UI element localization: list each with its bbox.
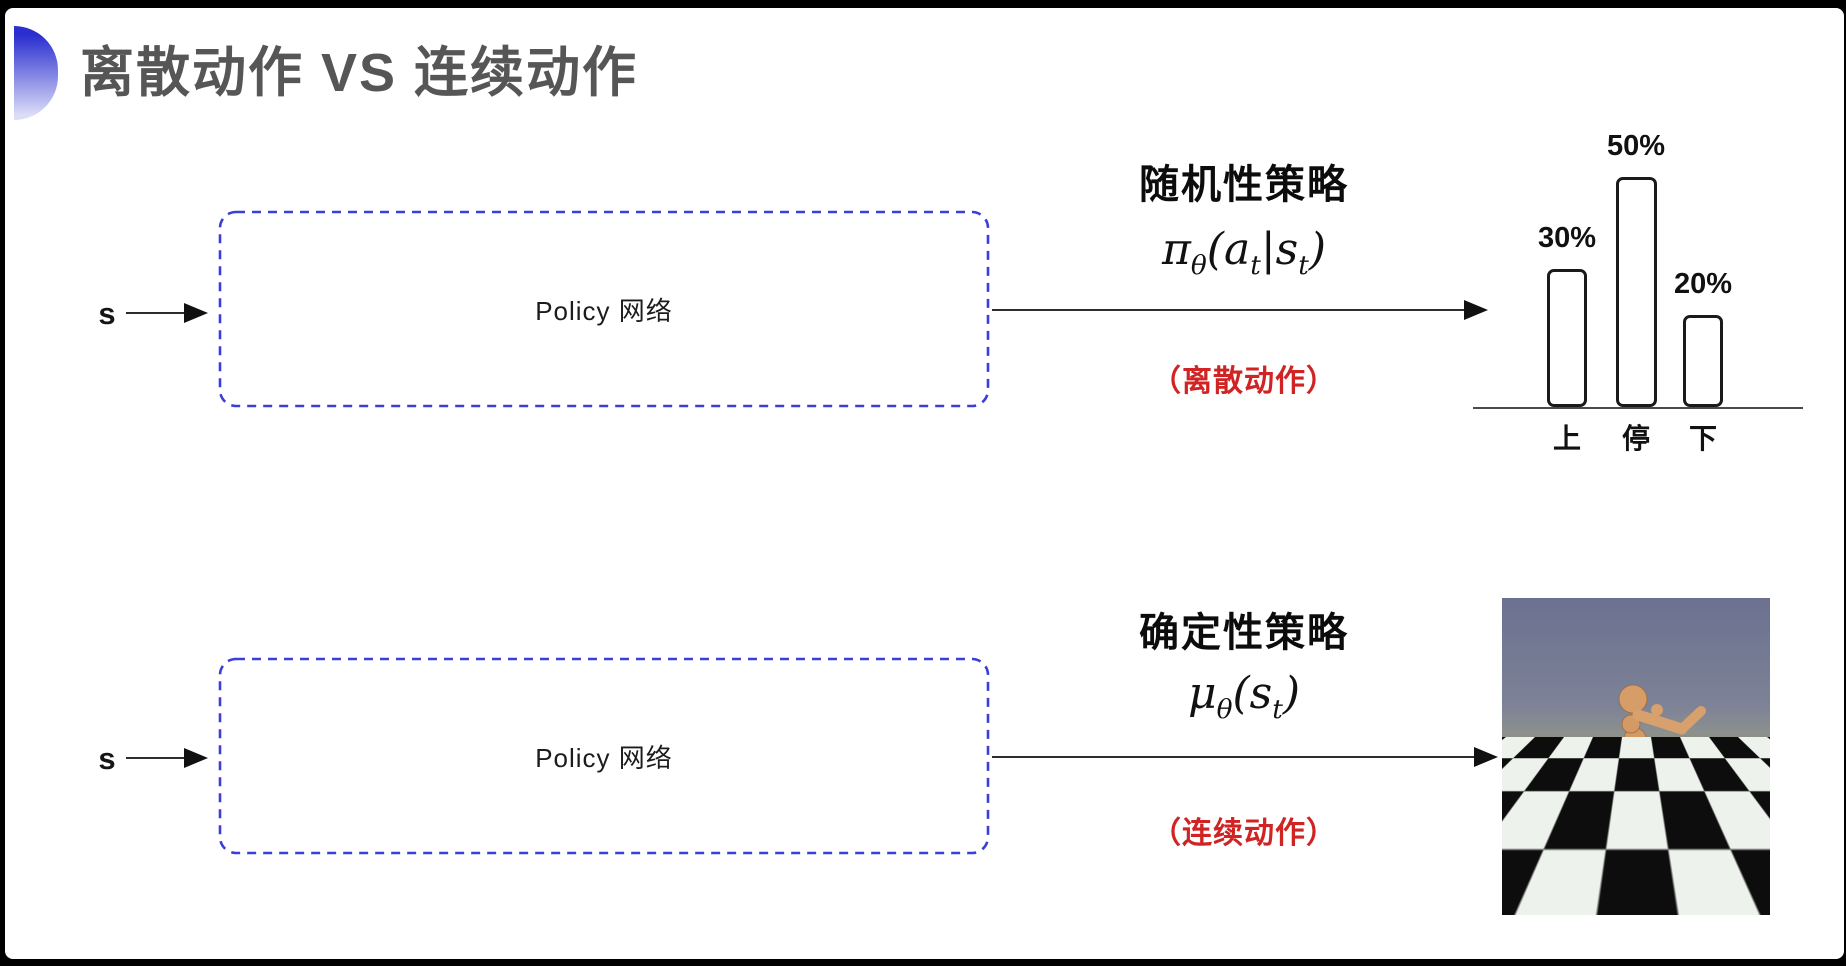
formula-open-paren: ( <box>1232 668 1250 719</box>
formula-arg1: s <box>1249 668 1273 719</box>
formula-close-paren: ) <box>1308 224 1327 275</box>
bar-category-down: 下 <box>1688 423 1717 454</box>
floor-highlight <box>1550 857 1706 915</box>
humanoid-robot-image <box>1502 598 1770 915</box>
policy-box-label-row1: Policy 网络 <box>535 295 673 326</box>
bar-value-up: 30% <box>1537 222 1597 254</box>
formula-arg1: a <box>1223 224 1251 275</box>
bar-up <box>1547 269 1587 407</box>
bar-category-stop: 停 <box>1621 423 1650 454</box>
policy-box-label-row2: Policy 网络 <box>535 742 673 773</box>
state-input-label-row1: s <box>98 296 116 331</box>
humanoid-figure <box>1578 684 1706 900</box>
bar-value-stop: 50% <box>1606 130 1666 162</box>
formula-close-paren: ) <box>1282 668 1301 719</box>
formula-base: μ <box>1187 668 1217 719</box>
formula-arg2-sub: t <box>1298 249 1309 281</box>
bar-down <box>1683 315 1723 407</box>
formula-base: π <box>1161 224 1191 275</box>
dashed-border-row1 <box>218 210 990 408</box>
formula-arg2: s <box>1275 224 1299 275</box>
state-input-label-row2: s <box>98 741 116 776</box>
formula-arg1-sub: t <box>1250 249 1261 281</box>
policy-network-box-row1: Policy 网络 <box>218 210 990 408</box>
action-type-note-row2: （连续动作） <box>1151 817 1337 850</box>
formula-arg1-sub: t <box>1272 693 1283 725</box>
bar-value-down: 20% <box>1673 268 1733 300</box>
policy-network-box-row2: Policy 网络 <box>218 657 990 855</box>
policy-type-title-row2: 确定性策略 <box>1139 611 1349 655</box>
chart-axis-line <box>1473 407 1803 409</box>
page-title: 离散动作 VS 连续动作 <box>80 43 639 103</box>
formula-separator: | <box>1260 224 1276 275</box>
action-probability-chart: 30% 50% 20% 上 停 下 <box>1473 99 1803 454</box>
policy-type-title-row1: 随机性策略 <box>1139 163 1349 207</box>
formula-open-paren: ( <box>1206 224 1224 275</box>
formula-base-sub: θ <box>1216 693 1233 725</box>
policy-formula-row2: μθ(st) <box>1064 668 1424 725</box>
bar-category-up: 上 <box>1552 423 1581 454</box>
dashed-border-row2 <box>218 657 990 855</box>
formula-base-sub: θ <box>1190 249 1207 281</box>
action-type-note-row1: （离散动作） <box>1151 365 1337 398</box>
policy-formula-row1: πθ(at|st) <box>1064 224 1424 281</box>
bar-stop <box>1616 177 1657 407</box>
